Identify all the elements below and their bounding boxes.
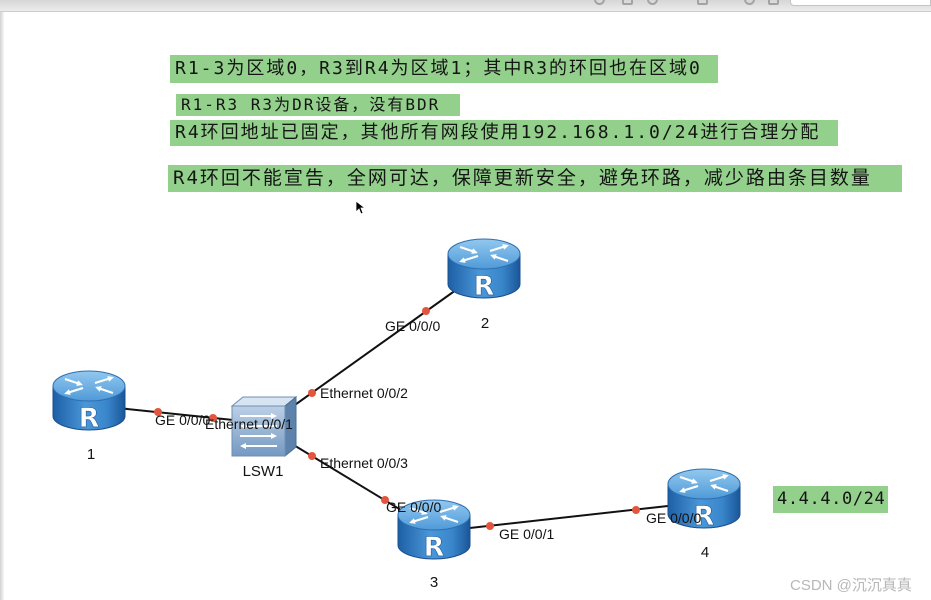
- port-label-r3-ge000: GE 0/0/0: [386, 499, 441, 515]
- port-status-dot: [308, 389, 316, 397]
- port-label-lsw1-eth001: Ethernet 0/0/1: [205, 416, 293, 432]
- watermark: CSDN @沉沉真真: [790, 577, 912, 594]
- router-icon: R: [447, 238, 521, 302]
- port-label-r3-ge001: GE 0/0/1: [499, 526, 554, 542]
- port-label-lsw1-eth002: Ethernet 0/0/2: [320, 385, 408, 401]
- device-label-r3: 3: [430, 574, 438, 591]
- router-logo-letter: R: [474, 271, 495, 302]
- device-label-r2: 2: [481, 315, 489, 332]
- toolbar-icon[interactable]: [768, 0, 779, 5]
- port-status-dot: [422, 307, 430, 315]
- toolbar-icon[interactable]: [594, 0, 605, 5]
- window-edge: [0, 12, 4, 600]
- router-logo-letter: R: [79, 403, 100, 434]
- toolbar-icon[interactable]: [647, 0, 658, 5]
- device-label-lsw1: LSW1: [243, 463, 284, 480]
- toolbar-icon[interactable]: [744, 0, 755, 5]
- note-r4-loopback[interactable]: 4.4.4.0/24: [773, 486, 888, 513]
- port-status-dot: [486, 522, 494, 530]
- router-r3[interactable]: R: [397, 499, 471, 563]
- port-status-dot: [632, 506, 640, 514]
- note-requirements[interactable]: R4环回不能宣告，全网可达，保障更新安全，避免环路，减少路由条目数量: [168, 165, 902, 192]
- switch-lsw1[interactable]: [230, 395, 298, 458]
- port-label-lsw1-eth003: Ethernet 0/0/3: [320, 455, 408, 471]
- router-r2[interactable]: R: [447, 238, 521, 302]
- link-lsw1-r2[interactable]: [263, 269, 485, 428]
- device-label-r1: 1: [87, 446, 95, 463]
- port-label-r2-ge000: GE 0/0/0: [385, 318, 440, 334]
- mouse-cursor-icon: [355, 200, 367, 215]
- port-status-dot: [308, 452, 316, 460]
- port-status-dot: [154, 408, 162, 416]
- toolbar-field[interactable]: [790, 0, 931, 6]
- device-label-r4: 4: [701, 544, 709, 561]
- port-dots: [154, 307, 640, 530]
- router-logo-letter: R: [694, 501, 715, 532]
- links: [88, 269, 705, 533]
- router-icon: R: [667, 468, 741, 532]
- port-status-dot: [209, 414, 217, 422]
- router-r1[interactable]: R: [52, 370, 126, 434]
- note-dr-election[interactable]: R1-R3 R3为DR设备，没有BDR: [176, 94, 460, 116]
- note-ospf-areas[interactable]: R1-3为区域0，R3到R4为区域1；其中R3的环回也在区域0: [170, 55, 718, 83]
- switch-icon: [230, 395, 298, 458]
- router-r4[interactable]: R: [667, 468, 741, 532]
- port-label-r1-ge000: GE 0/0/0: [155, 412, 210, 428]
- note-addressing[interactable]: R4环回地址已固定，其他所有网段使用192.168.1.0/24进行合理分配: [170, 120, 838, 146]
- router-icon: R: [397, 499, 471, 563]
- router-icon: R: [52, 370, 126, 434]
- port-status-dot: [381, 496, 389, 504]
- link-r3-r4[interactable]: [433, 501, 705, 533]
- toolbar-icon[interactable]: [622, 0, 633, 5]
- toolbar: [0, 0, 931, 12]
- toolbar-icon[interactable]: [697, 0, 708, 5]
- port-label-r4-ge000: GE 0/0/0: [646, 510, 701, 526]
- router-logo-letter: R: [424, 532, 445, 563]
